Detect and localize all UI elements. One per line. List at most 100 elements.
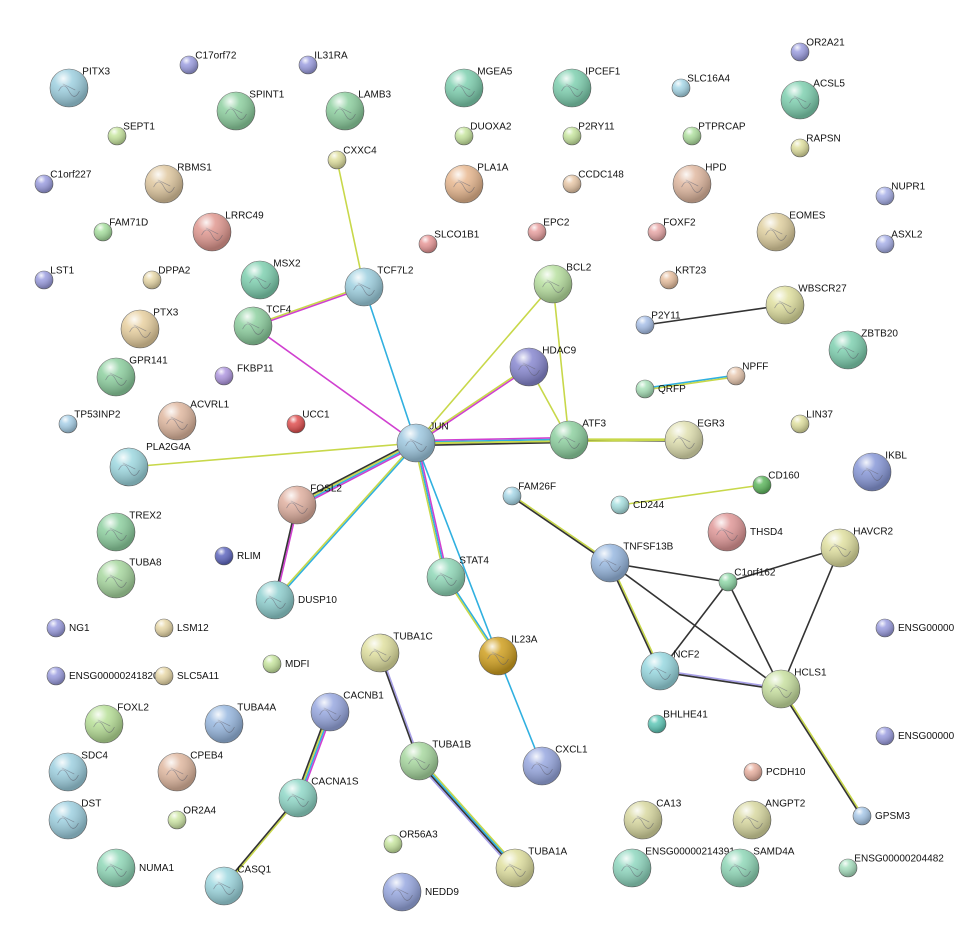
node-casq1[interactable]: CASQ1 [204, 865, 272, 906]
node-lsm12[interactable]: LSM12 [154, 618, 209, 638]
node-hdac9[interactable]: HDAC9 [509, 346, 577, 387]
node-gpr141[interactable]: GPR141 [96, 356, 168, 397]
node-ball[interactable] [707, 512, 747, 552]
node-cpeb4[interactable]: CPEB4 [157, 751, 224, 792]
node-dusp10[interactable]: DUSP10 [255, 580, 337, 620]
node-ball[interactable] [214, 546, 234, 566]
node-lamb3[interactable]: LAMB3 [325, 90, 392, 131]
node-ball[interactable] [214, 366, 234, 386]
node-foxf2[interactable]: FOXF2 [647, 218, 696, 242]
node-acvrl1[interactable]: ACVRL1 [157, 400, 230, 441]
node-or56a3[interactable]: OR56A3 [383, 830, 438, 854]
node-ipcef1[interactable]: IPCEF1 [552, 67, 621, 108]
node-cd160[interactable]: CD160 [752, 471, 800, 495]
node-pla1a[interactable]: PLA1A [444, 163, 509, 204]
node-p2ry11[interactable]: P2RY11 [562, 122, 615, 146]
node-ca13[interactable]: CA13 [623, 799, 682, 840]
node-tuba1c[interactable]: TUBA1C [360, 632, 433, 673]
node-il23a[interactable]: IL23A [478, 635, 538, 676]
node-trex2[interactable]: TREX2 [96, 511, 162, 552]
node-c1orf162[interactable]: C1orf162 [718, 568, 776, 592]
node-thsd4[interactable]: THSD4 [707, 512, 783, 552]
node-or2a21[interactable]: OR2A21 [790, 38, 845, 62]
node-ncf2[interactable]: NCF2 [640, 650, 700, 691]
node-sdc4[interactable]: SDC4 [48, 751, 108, 792]
node-krt23[interactable]: KRT23 [659, 266, 707, 290]
node-epc2[interactable]: EPC2 [527, 218, 570, 242]
node-fam71d[interactable]: FAM71D [93, 218, 148, 242]
node-ball[interactable] [635, 379, 655, 399]
node-pitx3[interactable]: PITX3 [49, 67, 111, 108]
node-wbscr27[interactable]: WBSCR27 [765, 284, 847, 325]
node-ball[interactable] [743, 762, 763, 782]
node-asxl2[interactable]: ASXL2 [875, 230, 923, 254]
node-spint1[interactable]: SPINT1 [216, 90, 285, 131]
node-gpsm3[interactable]: GPSM3 [852, 806, 910, 826]
node-pla2g4a[interactable]: PLA2G4A [109, 442, 191, 487]
node-ball[interactable] [255, 580, 295, 620]
node-ball[interactable] [852, 806, 872, 826]
node-tnfsf13b[interactable]: TNFSF13B [590, 542, 674, 583]
node-ball[interactable] [154, 618, 174, 638]
node-tuba8[interactable]: TUBA8 [96, 558, 162, 599]
node-lrrc49[interactable]: LRRC49 [192, 211, 264, 252]
node-pcdh10[interactable]: PCDH10 [743, 762, 806, 782]
node-mgea5[interactable]: MGEA5 [444, 67, 513, 108]
node-ball[interactable] [382, 872, 422, 912]
node-tuba4a[interactable]: TUBA4A [204, 703, 277, 744]
node-c17orf72[interactable]: C17orf72 [179, 51, 237, 75]
node-ball[interactable] [109, 447, 149, 487]
node-rlim[interactable]: RLIM [214, 546, 261, 566]
node-mdfi[interactable]: MDFI [262, 654, 309, 674]
node-hcls1[interactable]: HCLS1 [761, 668, 827, 709]
node-ensg00000204482[interactable]: ENSG00000204482 [838, 854, 944, 878]
node-ptx3[interactable]: PTX3 [120, 308, 179, 349]
node-ucc1[interactable]: UCC1 [286, 410, 330, 434]
node-ball[interactable] [262, 654, 282, 674]
node-ball[interactable] [154, 666, 174, 686]
node-lin37[interactable]: LIN37 [790, 410, 833, 434]
node-egr3[interactable]: EGR3 [664, 419, 725, 460]
node-ball[interactable] [875, 726, 895, 746]
node-samd4a[interactable]: SAMD4A [720, 847, 795, 888]
node-tp53inp2[interactable]: TP53INP2 [58, 410, 121, 434]
node-cd244[interactable]: CD244 [610, 495, 665, 515]
node-ensg00000-b[interactable]: ENSG00000 [875, 726, 955, 746]
node-fosl2[interactable]: FOSL2 [277, 484, 342, 525]
node-c1orf227[interactable]: C1orf227 [34, 170, 92, 194]
node-cacnb1[interactable]: CACNB1 [310, 691, 384, 732]
node-cacna1s[interactable]: CACNA1S [278, 777, 359, 818]
node-ikbl[interactable]: IKBL [852, 451, 907, 492]
node-msx2[interactable]: MSX2 [240, 259, 301, 300]
node-bhlhe41[interactable]: BHLHE41 [647, 710, 708, 734]
node-eomes[interactable]: EOMES [756, 211, 826, 252]
node-sept1[interactable]: SEPT1 [107, 122, 155, 146]
node-ball[interactable] [46, 618, 66, 638]
node-ccdc148[interactable]: CCDC148 [562, 170, 624, 194]
node-ball[interactable] [96, 848, 136, 888]
node-tcf4[interactable]: TCF4 [233, 305, 292, 346]
node-tuba1a[interactable]: TUBA1A [495, 847, 568, 888]
node-stat4[interactable]: STAT4 [426, 556, 489, 597]
node-slco1b1[interactable]: SLCO1B1 [418, 230, 480, 254]
node-cxcl1[interactable]: CXCL1 [522, 745, 588, 786]
node-rapsn[interactable]: RAPSN [790, 134, 841, 158]
node-zbtb20[interactable]: ZBTB20 [828, 329, 898, 370]
node-ball[interactable] [46, 666, 66, 686]
node-il31ra[interactable]: IL31RA [298, 51, 348, 75]
node-bcl2[interactable]: BCL2 [533, 263, 592, 304]
node-ptprcap[interactable]: PTPRCAP [682, 122, 746, 146]
node-nupr1[interactable]: NUPR1 [875, 182, 926, 206]
node-ensg00000-a[interactable]: ENSG00000 [875, 618, 955, 638]
node-slc16a4[interactable]: SLC16A4 [671, 74, 731, 98]
node-havcr2[interactable]: HAVCR2 [820, 527, 894, 568]
node-tcf7l2[interactable]: TCF7L2 [344, 266, 414, 307]
node-fkbp11[interactable]: FKBP11 [214, 364, 274, 386]
node-nedd9[interactable]: NEDD9 [382, 872, 459, 912]
node-cxxc4[interactable]: CXXC4 [327, 146, 377, 170]
node-ball[interactable] [610, 495, 630, 515]
node-ng1[interactable]: NG1 [46, 618, 90, 638]
node-slc5a11[interactable]: SLC5A11 [154, 666, 220, 686]
node-acsl5[interactable]: ACSL5 [780, 79, 845, 120]
node-ball[interactable] [875, 618, 895, 638]
